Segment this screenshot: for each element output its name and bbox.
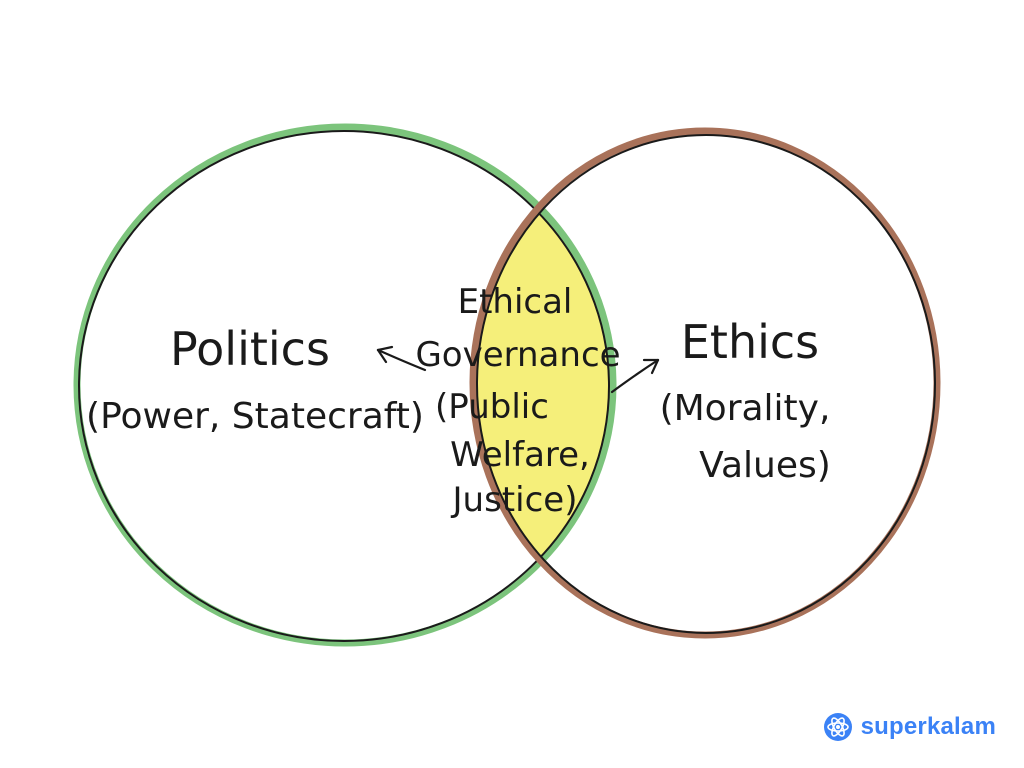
overlap-line-3: (Public: [435, 387, 549, 427]
brand-name: superkalam: [860, 713, 996, 740]
politics-subtitle: (Power, Statecraft): [86, 396, 424, 437]
ethics-title: Ethics: [681, 315, 819, 369]
politics-title: Politics: [170, 322, 330, 376]
overlap-line-1: Ethical: [458, 282, 573, 322]
atom-icon: [823, 713, 852, 741]
brand-logo: superkalam: [823, 712, 996, 742]
overlap-line-2: Governance: [415, 335, 620, 375]
overlap-line-5: Justice): [451, 480, 578, 520]
ethics-circle: [469, 127, 941, 639]
overlap-line-4: Welfare,: [450, 435, 590, 475]
ethics-subtitle-line2: Values): [699, 445, 831, 486]
arrow-to-ethics: [610, 358, 660, 394]
arrow-to-politics: [376, 345, 427, 372]
ethics-subtitle-line1: (Morality,: [660, 388, 831, 429]
ethics-circle-outline: [476, 134, 936, 634]
politics-circle: [73, 123, 617, 647]
politics-circle-outline: [78, 130, 610, 642]
